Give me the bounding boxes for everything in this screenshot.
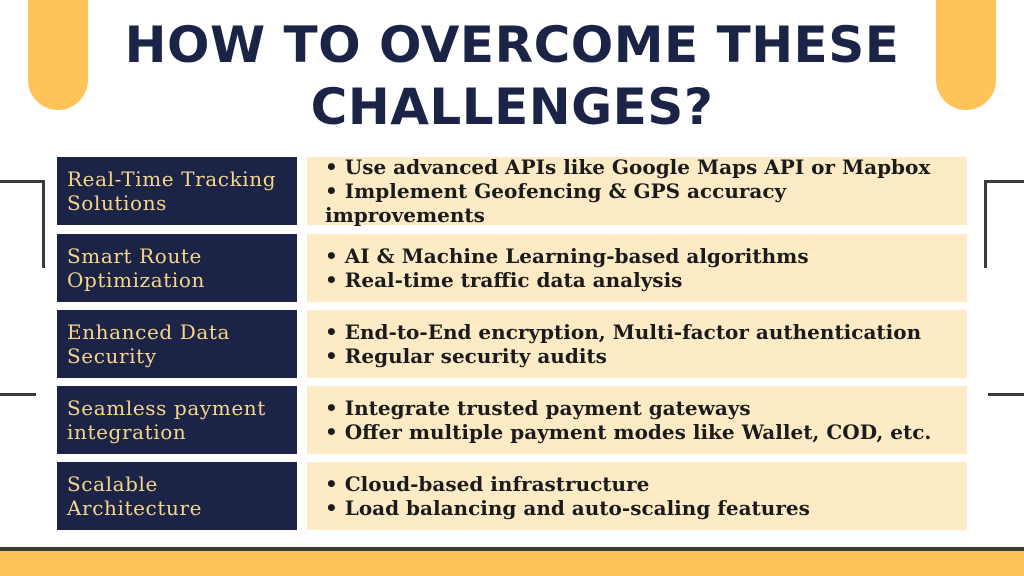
row-label-line: Real-Time Tracking xyxy=(67,167,277,191)
bullet-item: End-to-End encryption, Multi-factor auth… xyxy=(325,320,953,344)
bullet-item: Load balancing and auto-scaling features xyxy=(325,496,953,520)
bullet-item: Integrate trusted payment gateways xyxy=(325,396,953,420)
challenge-row-tracking: Real-Time Tracking Solutions Use advance… xyxy=(57,155,967,227)
row-label-line: Enhanced Data xyxy=(67,320,231,344)
row-label-line: Smart Route xyxy=(67,244,202,268)
row-description: Integrate trusted payment gateways Offer… xyxy=(307,386,967,454)
decorative-tab-right xyxy=(936,0,996,110)
row-description: AI & Machine Learning-based algorithms R… xyxy=(307,234,967,302)
row-description: Cloud-based infrastructure Load balancin… xyxy=(307,462,967,530)
decorative-bracket-right xyxy=(984,180,1024,268)
decorative-line-right xyxy=(988,393,1024,396)
row-description: End-to-End encryption, Multi-factor auth… xyxy=(307,310,967,378)
bullet-item: Regular security audits xyxy=(325,344,953,368)
challenge-row-architecture: Scalable Architecture Cloud-based infras… xyxy=(57,462,967,530)
page-title: HOW TO OVERCOME THESE CHALLENGES? xyxy=(0,14,1024,138)
bullet-item: Offer multiple payment modes like Wallet… xyxy=(325,420,953,444)
bullet-item: AI & Machine Learning-based algorithms xyxy=(325,244,953,268)
row-label-line: integration xyxy=(67,420,187,444)
title-line-1: HOW TO OVERCOME THESE xyxy=(124,16,900,74)
row-label: Seamless payment integration xyxy=(57,386,297,454)
bullet-item: Cloud-based infrastructure xyxy=(325,472,953,496)
bottom-accent-bar xyxy=(0,551,1024,576)
bullet-item: Real-time traffic data analysis xyxy=(325,268,953,292)
decorative-line-left xyxy=(0,393,36,396)
title-line-2: CHALLENGES? xyxy=(310,78,714,136)
row-label-line: Security xyxy=(67,344,157,368)
row-label: Scalable Architecture xyxy=(57,462,297,530)
row-label-line: Seamless payment xyxy=(67,396,266,420)
decorative-tab-left xyxy=(28,0,88,110)
bullet-item: Use advanced APIs like Google Maps API o… xyxy=(325,155,953,179)
decorative-bracket-left xyxy=(0,180,45,268)
bottom-divider xyxy=(0,547,1024,551)
row-description: Use advanced APIs like Google Maps API o… xyxy=(307,155,967,227)
row-label-line: Optimization xyxy=(67,268,206,292)
row-label-line: Solutions xyxy=(67,191,168,215)
row-label: Smart Route Optimization xyxy=(57,234,297,302)
bullet-item: Implement Geofencing & GPS accuracy impr… xyxy=(325,179,953,227)
challenge-row-security: Enhanced Data Security End-to-End encryp… xyxy=(57,310,967,378)
challenge-row-payment: Seamless payment integration Integrate t… xyxy=(57,386,967,454)
challenge-row-route: Smart Route Optimization AI & Machine Le… xyxy=(57,234,967,302)
row-label: Real-Time Tracking Solutions xyxy=(57,157,297,225)
row-label-line: Architecture xyxy=(67,496,203,520)
row-label-line: Scalable xyxy=(67,472,158,496)
row-label: Enhanced Data Security xyxy=(57,310,297,378)
